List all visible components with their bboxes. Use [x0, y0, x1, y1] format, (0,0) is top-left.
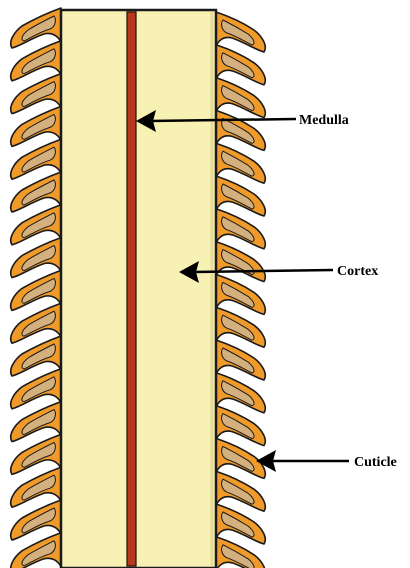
cortex-label: Cortex	[337, 264, 378, 279]
cuticle-label: Cuticle	[354, 455, 397, 470]
right-cuticle-scales	[216, 12, 265, 568]
cortex-shaft	[61, 10, 216, 568]
medulla-core	[127, 12, 136, 566]
cuticle-arrow	[256, 450, 349, 472]
medulla-label: Medulla	[299, 113, 349, 128]
left-cuticle-scales	[11, 8, 61, 568]
